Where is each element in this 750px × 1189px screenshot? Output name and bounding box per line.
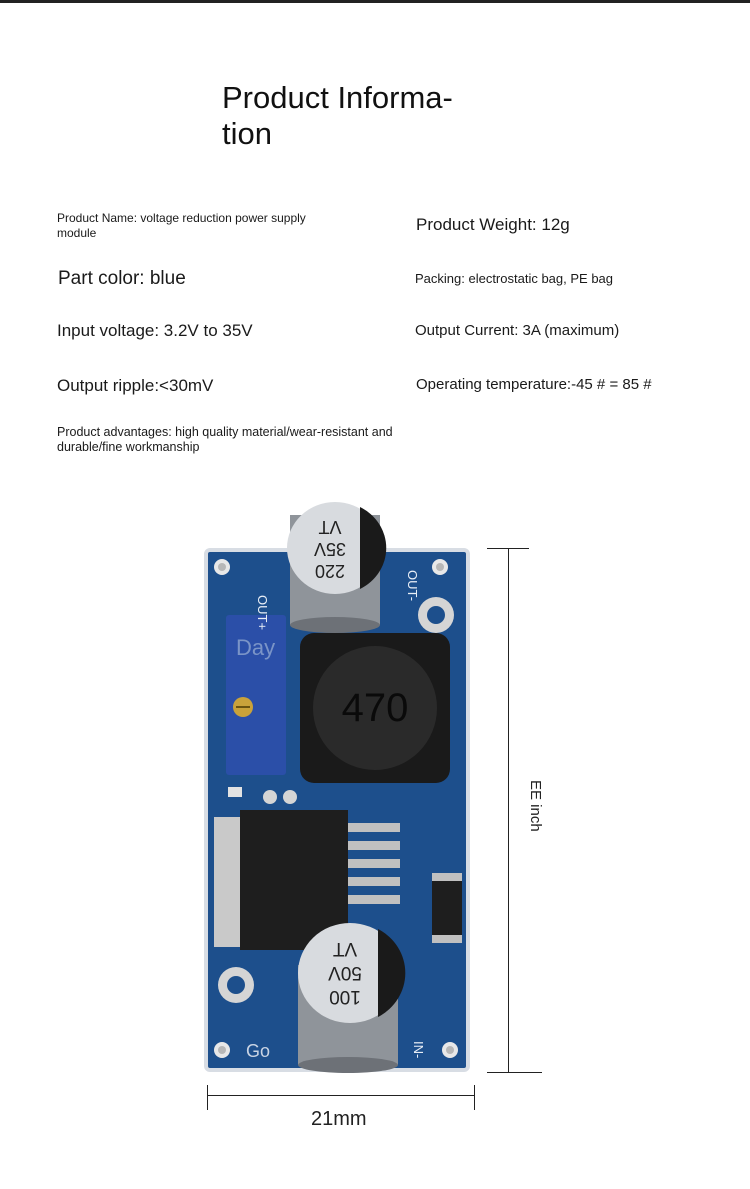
watermark-text: Day (236, 635, 275, 660)
spec-input-voltage: Input voltage: 3.2V to 35V (57, 321, 253, 340)
capacitor-base (290, 617, 380, 633)
capacitor-text-line: 35V (314, 539, 346, 559)
spec-part-color: Part color: blue (58, 268, 186, 289)
capacitor-stripe (378, 929, 406, 1017)
capacitor-220uf-text: 220 35V VT (314, 517, 346, 581)
regulator-tab (214, 817, 244, 947)
ic-pin (348, 841, 400, 850)
page-title: Product Informa- tion (222, 80, 502, 152)
potentiometer (226, 615, 286, 775)
spec-output-ripple: Output ripple:<30mV (57, 376, 214, 395)
spec-packing: Packing: electrostatic bag, PE bag (415, 271, 614, 286)
silk-out-plus: OUT+ (255, 595, 270, 630)
regulator-ic (240, 810, 348, 950)
silk-out-minus: OUT- (405, 570, 420, 601)
pad-center (227, 976, 245, 994)
silk-go: Go (246, 1041, 270, 1061)
diode-pad (432, 935, 462, 943)
page-title-line-2: tion (222, 116, 272, 151)
width-dimension-right-tick (474, 1085, 475, 1110)
capacitor-base (298, 1057, 398, 1073)
ic-pin (348, 823, 400, 832)
capacitor-text-line: VT (332, 938, 357, 959)
width-dimension-line (207, 1095, 475, 1096)
via-pad (263, 790, 277, 804)
height-dimension-label: EE inch (527, 780, 544, 832)
capacitor-text-line: 50V (328, 962, 362, 983)
spec-advantages-line-2: durable/fine workmanship (57, 440, 200, 454)
capacitor-text-line: 220 (315, 561, 345, 581)
inductor-label: 470 (342, 686, 409, 730)
spec-output-current: Output Current: 3A (maximum) (415, 322, 620, 339)
diode-pad (432, 873, 462, 881)
regulator-pins (348, 823, 400, 904)
spec-operating-temperature: Operating temperature:-45 # = 85 # (416, 376, 652, 393)
capacitor-100uf-top (298, 923, 402, 1023)
ic-pin (348, 859, 400, 868)
width-dimension-label: 21mm (311, 1108, 367, 1130)
via-pad (283, 790, 297, 804)
spec-advantages: Product advantages: high quality materia… (57, 425, 393, 455)
mount-hole-inner (218, 1046, 226, 1054)
height-dimension-bottom-tick (487, 1072, 542, 1073)
diode (432, 873, 462, 943)
capacitor-text-line: VT (318, 517, 341, 537)
spec-product-name-line-2: module (57, 226, 97, 240)
pad-center (427, 606, 445, 624)
page-title-line-1: Product Informa- (222, 80, 453, 115)
width-dimension-left-tick (207, 1085, 208, 1110)
spec-advantages-line-1: Product advantages: high quality materia… (57, 425, 393, 439)
capacitor-text-line: 100 (329, 986, 361, 1007)
silk-in-minus: IN- (411, 1041, 426, 1058)
capacitor-220uf-top (287, 502, 383, 594)
spec-product-weight: Product Weight: 12g (416, 215, 570, 234)
spec-product-name: Product Name: voltage reduction power su… (57, 211, 306, 241)
ic-pin (348, 895, 400, 904)
top-border-line (0, 0, 750, 3)
inductor-core (313, 646, 437, 770)
smd-resistor (228, 787, 242, 797)
capacitor-stripe (360, 507, 387, 589)
height-dimension-line (508, 548, 509, 1072)
spec-product-name-line-1: Product Name: voltage reduction power su… (57, 211, 306, 225)
mount-hole-inner (218, 563, 226, 571)
capacitor-100uf-text: 100 50V VT (328, 938, 362, 1007)
mount-hole-inner (446, 1046, 454, 1054)
product-photo-buck-converter: Day 470 220 35V VT OUT+ OUT- 100 50V VT … (204, 502, 470, 1073)
ic-pin (348, 877, 400, 886)
mount-hole-inner (436, 563, 444, 571)
